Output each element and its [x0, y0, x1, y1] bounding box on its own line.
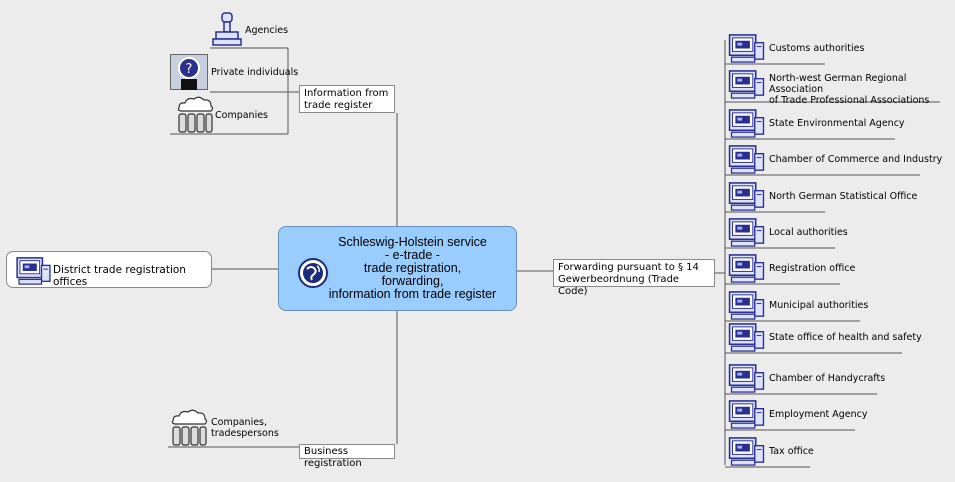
globe-icon	[298, 258, 328, 288]
computer-icon	[728, 217, 766, 248]
forwarding-target-label: Chamber of Handycrafts	[769, 373, 886, 384]
info-item-private: Private individuals	[211, 67, 299, 78]
computer-icon	[728, 144, 766, 175]
computer-icon	[728, 69, 766, 100]
district-offices-node: District trade registration offices	[6, 251, 212, 288]
computer-icon	[15, 256, 53, 286]
computer-icon	[728, 108, 766, 139]
computer-icon	[728, 436, 766, 467]
forwarding-target-label: Municipal authorities	[769, 300, 869, 311]
info-item-companies: Companies	[215, 110, 269, 121]
info-branch-label: Information from trade register	[299, 85, 395, 113]
svg-text:?: ?	[186, 62, 193, 77]
forwarding-target-label: State office of health and safety	[769, 332, 922, 343]
stamp-icon	[212, 12, 242, 46]
forwarding-target-label: Tax office	[769, 446, 814, 457]
forwarding-target-label: Chamber of Commerce and Industry	[769, 154, 943, 165]
forwarding-target-label: Customs authorities	[769, 43, 865, 54]
computer-icon	[728, 363, 766, 394]
computer-icon	[728, 33, 766, 64]
computer-icon	[728, 253, 766, 284]
info-item-agencies: Agencies	[245, 25, 289, 36]
forwarding-target-label: State Environmental Agency	[769, 118, 905, 129]
forwarding-target-label: Registration office	[769, 263, 856, 274]
forwarding-target-label: Local authorities	[769, 227, 848, 238]
computer-icon	[728, 290, 766, 321]
forwarding-target-label: Employment Agency	[769, 409, 868, 420]
center-title: Schleswig-Holstein service - e-trade - t…	[328, 235, 497, 301]
computer-icon	[728, 181, 766, 212]
person-question-icon: ?	[170, 54, 208, 90]
industry-icon	[177, 96, 214, 133]
computer-icon	[728, 322, 766, 353]
forwarding-target-label: North-west German Regional Association o…	[769, 73, 930, 106]
business-item-companies: Companies, tradespersons	[211, 417, 279, 439]
forwarding-target-label: North German Statistical Office	[769, 191, 918, 202]
industry-icon	[171, 409, 208, 446]
forwarding-branch-label: Forwarding pursuant to § 14 Gewerbeordnu…	[553, 259, 715, 297]
district-label: District trade registration offices	[53, 264, 186, 288]
center-service-node: Schleswig-Holstein service - e-trade - t…	[278, 226, 517, 311]
business-branch-label: Business registration	[299, 444, 395, 469]
computer-icon	[728, 399, 766, 430]
